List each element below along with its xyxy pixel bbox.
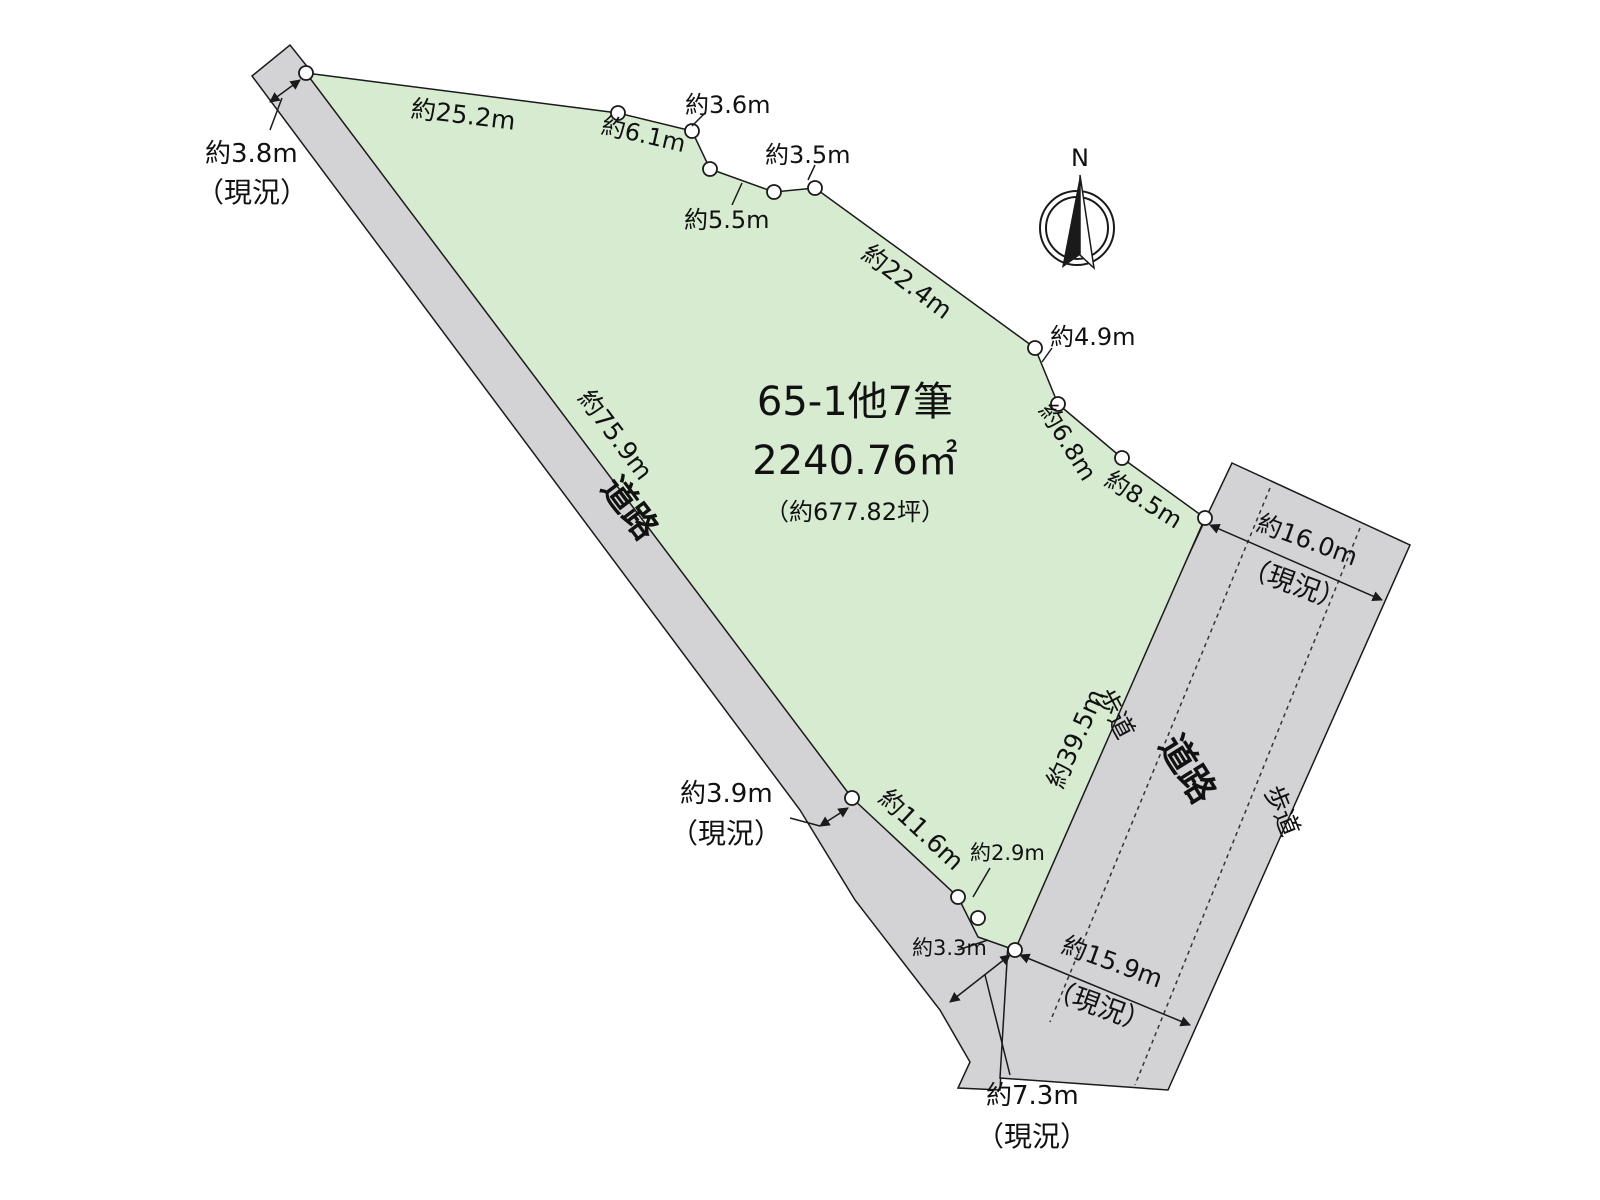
dim-top-5-5: 約5.5m <box>684 206 770 234</box>
boundary-markers <box>298 65 1213 958</box>
boundary-marker <box>807 180 823 196</box>
boundary-marker <box>702 161 718 177</box>
boundary-marker <box>1007 942 1023 958</box>
boundary-marker <box>1027 340 1043 356</box>
boundary-marker <box>970 910 986 926</box>
north-arrow: N <box>1039 144 1115 271</box>
boundary-marker <box>610 105 626 121</box>
boundary-marker <box>766 184 782 200</box>
road-width-nw: 約3.8m <box>205 139 298 169</box>
dim-south-3-3: 約3.3m <box>912 936 987 960</box>
road-width-w-note: （現況） <box>670 817 782 850</box>
lot-area: 2240.76㎡ <box>752 438 957 484</box>
dimension-lines <box>269 79 1383 1076</box>
road-width-w: 約3.9m <box>680 779 773 809</box>
lot-area-tsubo: （約677.82坪） <box>765 498 945 526</box>
road-width-nw-note: （現況） <box>196 176 308 209</box>
boundary-marker <box>844 790 860 806</box>
dim-south-2-9: 約2.9m <box>970 841 1045 865</box>
boundary-marker <box>1197 510 1213 526</box>
north-label: N <box>1071 144 1089 172</box>
lot-name: 65-1他7筆 <box>757 379 953 425</box>
road-width-s: 約7.3m <box>986 1081 1079 1111</box>
boundary-marker <box>298 65 314 81</box>
boundary-marker <box>684 123 700 139</box>
boundary-marker <box>1114 450 1130 466</box>
boundary-marker <box>1050 396 1066 412</box>
dim-top-3-5: 約3.5m <box>765 141 851 169</box>
dim-ne-4-9: 約4.9m <box>1050 323 1136 351</box>
dim-top-3-6: 約3.6m <box>685 91 771 119</box>
boundary-marker <box>950 889 966 905</box>
north-arrow-icon <box>1062 175 1080 268</box>
road-width-s-note: （現況） <box>976 1120 1088 1153</box>
